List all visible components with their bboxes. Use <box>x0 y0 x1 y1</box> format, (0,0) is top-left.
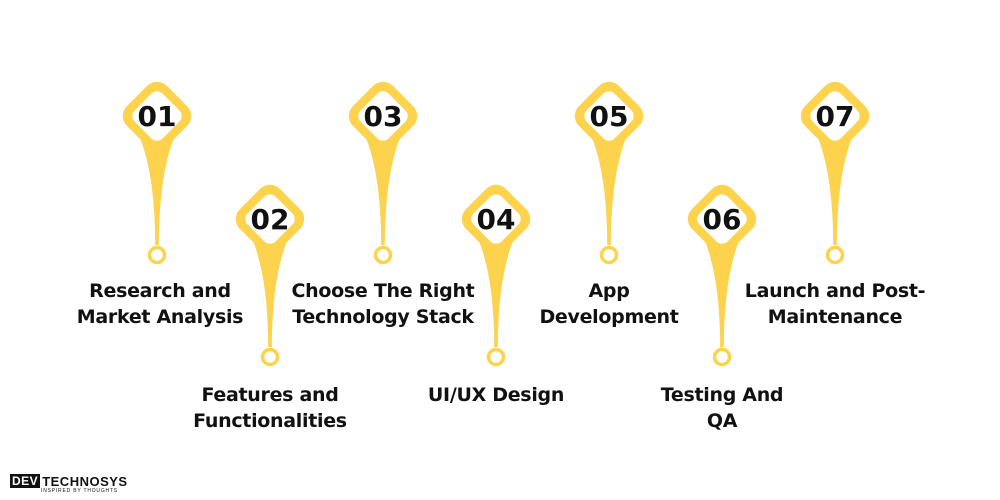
step-label-line: App <box>588 280 630 302</box>
step-marker-inner <box>245 194 295 244</box>
step-05: 05 <box>574 81 644 265</box>
step-label-07: Launch and Post- Maintenance <box>735 278 935 330</box>
step-number: 06 <box>703 203 742 236</box>
step-02: 02 <box>235 184 305 367</box>
step-label-line: Launch and Post- <box>744 280 926 302</box>
step-end-dot <box>712 347 732 367</box>
step-number: 02 <box>251 203 290 236</box>
step-stem <box>818 138 852 245</box>
step-number: 07 <box>816 100 855 133</box>
step-label-line: QA <box>706 410 738 432</box>
step-marker-inner <box>697 194 747 244</box>
step-03: 03 <box>348 81 418 265</box>
step-marker-inner <box>358 91 408 141</box>
step-end-dot <box>599 245 619 265</box>
brand-box-text: DEV <box>10 474 41 488</box>
step-number: 03 <box>364 100 403 133</box>
step-stem <box>366 138 400 245</box>
step-stem <box>592 138 626 245</box>
step-end-dot <box>486 347 506 367</box>
step-marker-inner <box>584 91 634 141</box>
step-label-04: UI/UX Design <box>396 382 596 408</box>
step-label-line: Features and <box>201 384 339 406</box>
step-label-line: Choose The Right <box>291 280 475 302</box>
step-label-line: Research and <box>89 280 231 302</box>
step-01: 01 <box>122 81 192 265</box>
step-label-line: UI/UX Design <box>427 384 565 406</box>
brand-logo: DEV TECHNOSYS INSPIRED BY THOUGHTS <box>10 474 128 494</box>
step-label-line: Market Analysis <box>76 306 244 328</box>
step-marker-inner <box>810 91 860 141</box>
step-stem <box>705 241 739 347</box>
step-end-dot <box>825 245 845 265</box>
step-number: 01 <box>138 100 177 133</box>
step-marker-inner <box>471 194 521 244</box>
step-end-dot <box>260 347 280 367</box>
step-number: 05 <box>590 100 629 133</box>
brand-name: TECHNOSYS <box>42 473 128 489</box>
step-04: 04 <box>461 184 531 367</box>
step-label-line: Testing And <box>660 384 784 406</box>
step-label-line: Maintenance <box>767 306 903 328</box>
step-label-line: Development <box>539 306 679 328</box>
step-06: 06 <box>687 184 757 367</box>
step-stem <box>140 138 174 245</box>
step-label-line: Functionalities <box>193 410 347 432</box>
step-number: 04 <box>477 203 516 236</box>
brand-tagline: INSPIRED BY THOUGHTS <box>41 488 118 494</box>
step-stem <box>479 241 513 347</box>
step-label-line: Technology Stack <box>292 306 474 328</box>
step-stem <box>253 241 287 347</box>
step-end-dot <box>373 245 393 265</box>
step-end-dot <box>147 245 167 265</box>
step-marker-inner <box>132 91 182 141</box>
step-07: 07 <box>800 81 870 265</box>
